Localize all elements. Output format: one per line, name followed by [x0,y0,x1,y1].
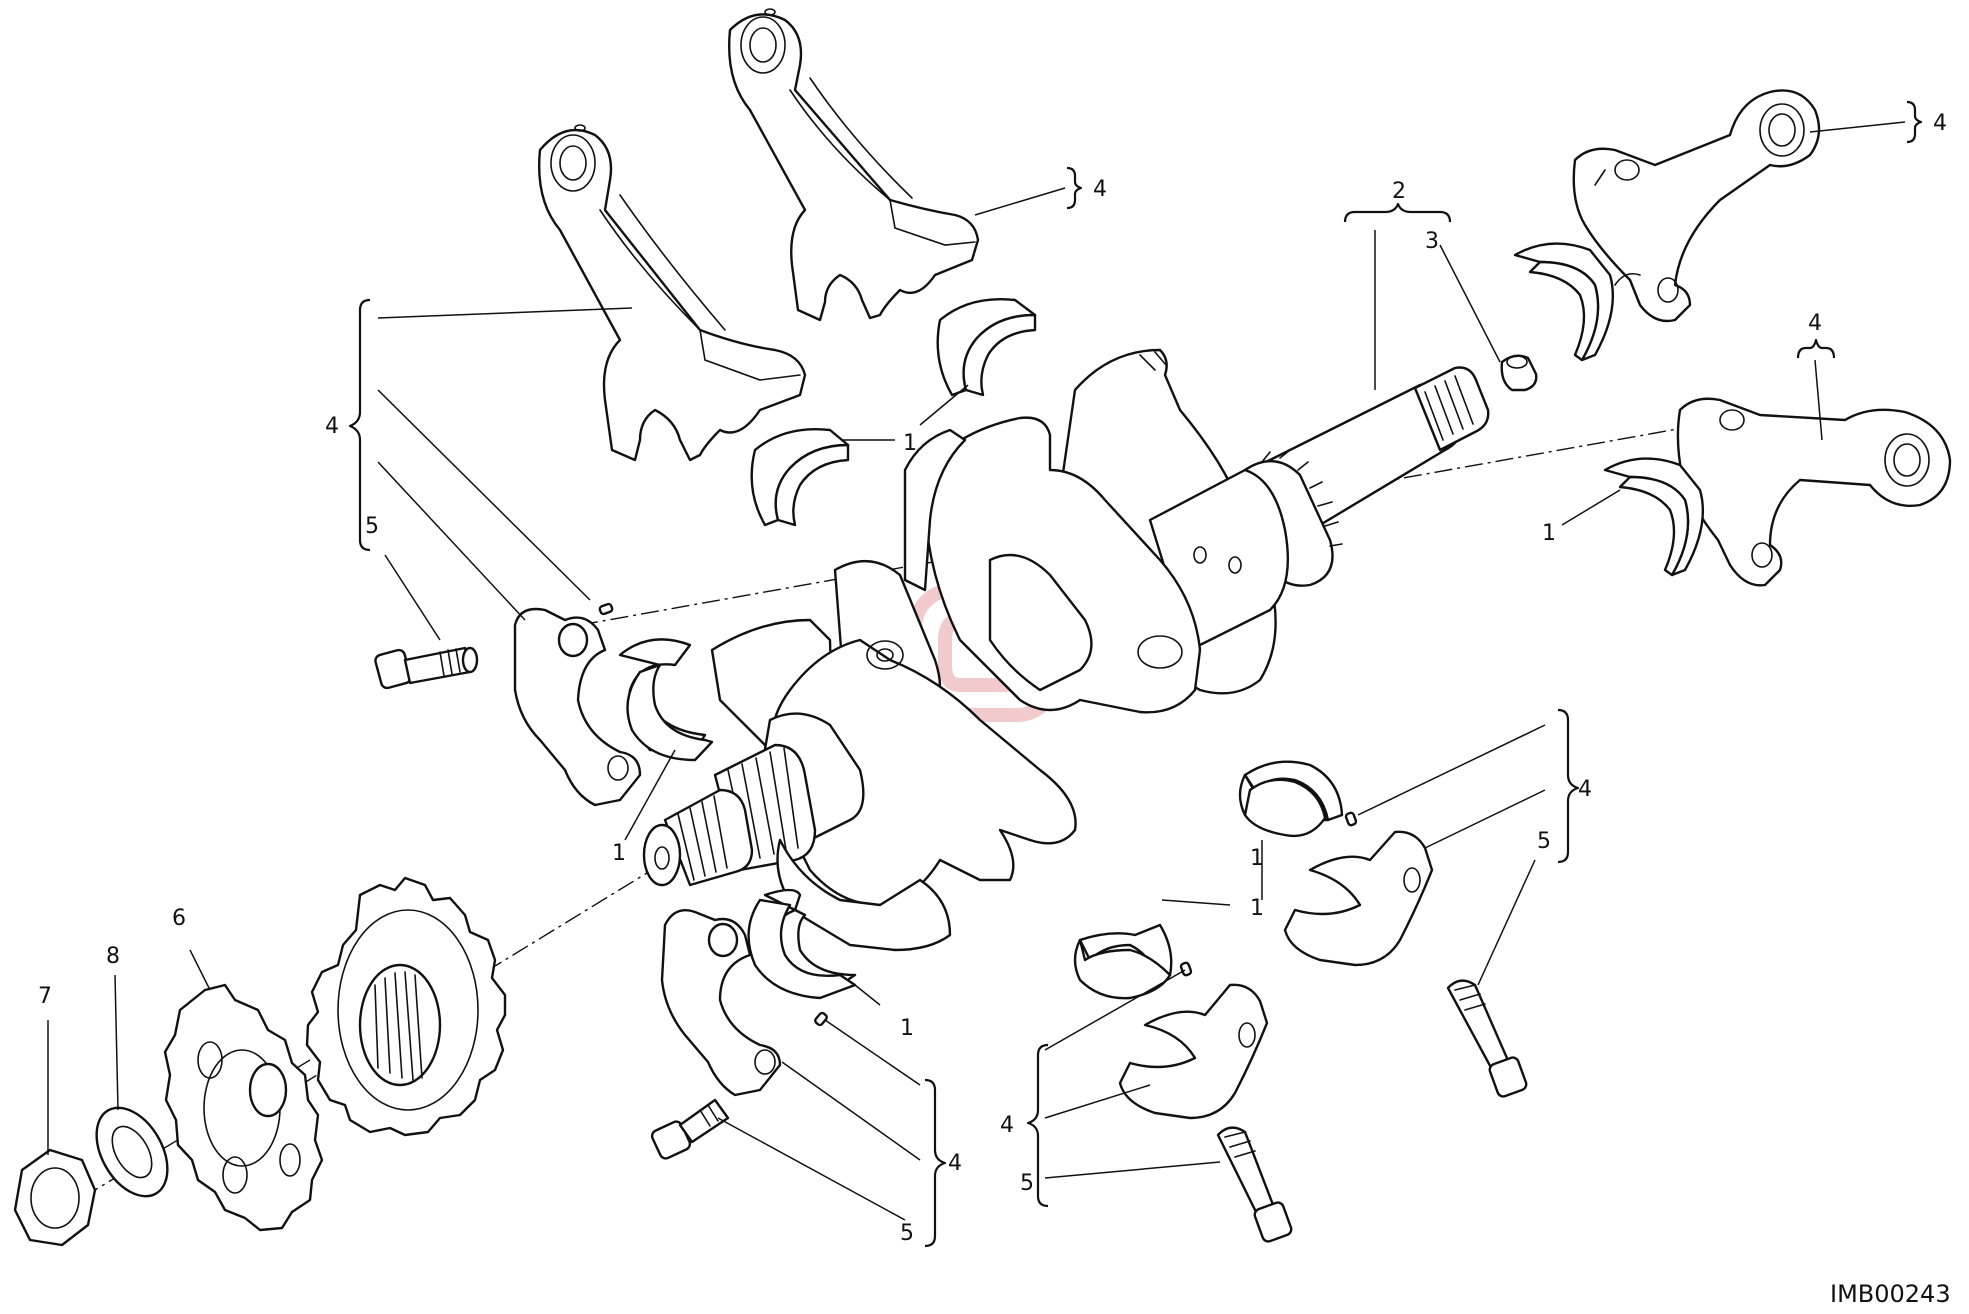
bearing-shell-lower-center [747,888,857,1000]
connecting-rod-upper-right [1572,89,1821,323]
callout-5: 5 [900,1221,914,1246]
callout-1: 1 [1250,846,1264,871]
callout-4: 4 [1578,777,1592,802]
callout-4: 4 [1933,111,1947,136]
rod-cap-left [513,607,642,807]
callout-4: 4 [1093,177,1107,202]
callout-6: 6 [172,906,186,931]
dowel-pins [598,602,1358,1027]
leader-lines [47,121,1906,1221]
connecting-rod-upper-middle [728,8,980,322]
callout-1: 1 [900,1016,914,1041]
bolt-left [374,646,479,690]
bearing-shell-lower-right-1 [1238,760,1344,838]
callout-5: 5 [1537,829,1551,854]
washer [95,1106,169,1198]
rod-cap-lower-center [660,908,782,1097]
bearing-shell-left-cap [618,638,714,762]
bolt-right-lower [1216,1126,1293,1243]
callout-1: 1 [903,431,917,456]
callout-5: 5 [365,514,379,539]
connecting-rod-right-middle [1676,397,1952,587]
bearing-shell-top-1 [750,428,850,527]
crank-gear-large [305,876,507,1137]
hex-nut [13,1148,97,1247]
grouping-brackets [348,100,1923,1248]
callout-1: 1 [1250,896,1264,921]
callout-3: 3 [1425,229,1439,254]
callout-7: 7 [38,984,52,1009]
connecting-rod-upper-left [538,124,807,462]
callout-4: 4 [325,414,339,439]
rod-cap-right-lower [1118,983,1269,1120]
bolt-lower-center [650,1098,730,1160]
callout-4: 4 [948,1151,962,1176]
callout-labels: 1 1 1 1 1 1 2 3 4 4 4 4 4 4 4 5 5 5 5 6 … [38,111,1947,1246]
timing-sprocket [163,983,324,1232]
drawing-code: IMB00243 [1830,1280,1951,1308]
rod-cap-right-upper [1283,830,1434,967]
callout-5: 5 [1020,1171,1034,1196]
callout-4: 4 [1000,1113,1014,1138]
callout-8: 8 [106,944,120,969]
bearing-shell-right-mid [1603,457,1705,577]
callout-2: 2 [1392,179,1406,204]
crankshaft [642,348,1538,952]
bearing-shell-right-top [1513,242,1615,362]
callout-1: 1 [612,841,626,866]
callout-4: 4 [1808,311,1822,336]
callout-1: 1 [1542,521,1556,546]
bolt-right-upper [1446,979,1528,1098]
bearing-shell-top-2 [936,298,1037,397]
bearing-shell-lower-right-2 [1073,923,1173,1000]
